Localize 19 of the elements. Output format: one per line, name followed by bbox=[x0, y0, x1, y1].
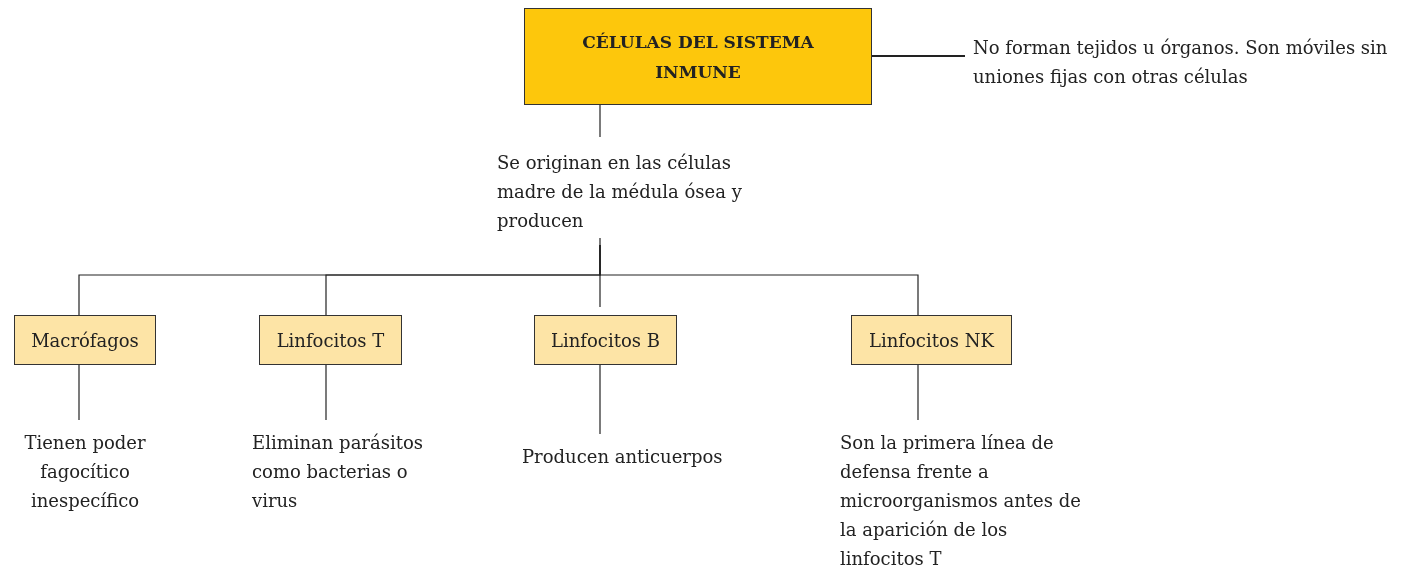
description-text: Tienen poder fagocítico inespecífico bbox=[0, 428, 170, 518]
description-text: No forman tejidos u órganos. Son móviles sin uniones fijas con otras células bbox=[973, 33, 1421, 93]
connector-line bbox=[599, 104, 601, 138]
cell-type-box: Macrófagos bbox=[14, 315, 156, 365]
cell-type-box: Linfocitos B bbox=[534, 315, 677, 365]
description-text: Se originan en las células madre de la médula ósea y producen bbox=[497, 148, 787, 238]
cell-type-box: Linfocitos T bbox=[259, 315, 402, 365]
connector-line bbox=[599, 237, 601, 308]
connector-line bbox=[599, 244, 919, 316]
description-text: Eliminan parásitos como bacterias o virus bbox=[252, 428, 457, 518]
description-text: Producen anticuerpos bbox=[522, 442, 782, 472]
connector-line bbox=[78, 364, 80, 421]
cell-type-box: Linfocitos NK bbox=[851, 315, 1012, 365]
connector-line bbox=[325, 364, 327, 421]
connector-line bbox=[917, 364, 919, 421]
connector-line bbox=[871, 55, 966, 57]
title-box: CÉLULAS DEL SISTEMA INMUNE bbox=[524, 8, 872, 105]
description-text: Son la primera línea de defensa frente a microorganismos antes de la aparición de los linfocitos T bbox=[840, 428, 1090, 570]
connector-line bbox=[599, 364, 601, 435]
